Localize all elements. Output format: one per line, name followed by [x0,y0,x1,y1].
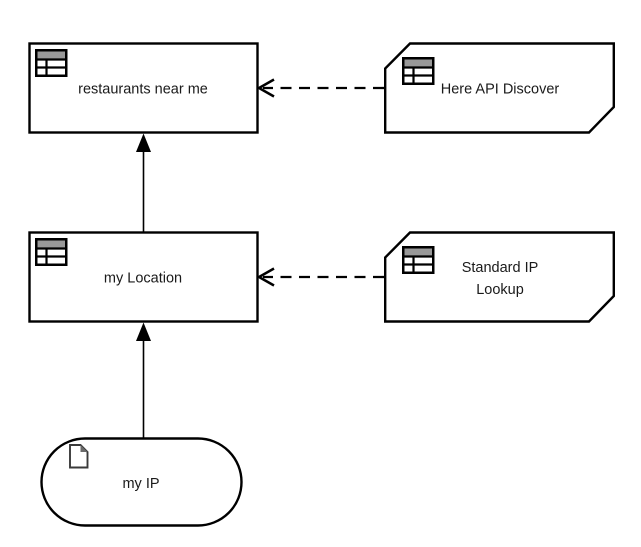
arrowhead-left-icon [256,78,275,98]
edge-my-location-to-restaurants-near-me [136,133,151,232]
edge-standard-ip-lookup-to-my-location [256,267,384,287]
table-icon [34,49,68,77]
node-label-standard-ip-lookup-line1: Standard IP [462,260,539,276]
node-standard-ip-lookup[interactable]: Standard IP Lookup [384,231,615,323]
table-icon [34,238,68,266]
table-icon [401,57,435,85]
arrowhead-up-icon [136,133,151,152]
arrowhead-up-icon [136,322,151,341]
arrowhead-left-icon [256,267,275,287]
document-icon [69,444,89,469]
node-label-my-ip: my IP [122,476,159,492]
node-restaurants-near-me[interactable]: restaurants near me [28,42,259,134]
node-shape-stadium[interactable] [40,437,243,527]
node-here-api-discover[interactable]: Here API Discover [384,42,615,134]
edge-my-ip-to-my-location [136,322,151,438]
node-shape-cut-corner-panel[interactable] [384,231,615,323]
node-my-location[interactable]: my Location [28,231,259,323]
node-my-ip[interactable]: my IP [40,437,243,527]
edge-here-api-discover-to-restaurants-near-me [256,78,384,98]
node-label-my-location: my Location [104,271,182,287]
node-shape-cut-corner-panel[interactable] [384,42,615,134]
node-label-restaurants-near-me: restaurants near me [78,82,208,98]
node-label-here-api-discover: Here API Discover [441,82,560,98]
node-label-standard-ip-lookup-line2: Lookup [476,282,524,298]
table-icon [401,246,435,274]
